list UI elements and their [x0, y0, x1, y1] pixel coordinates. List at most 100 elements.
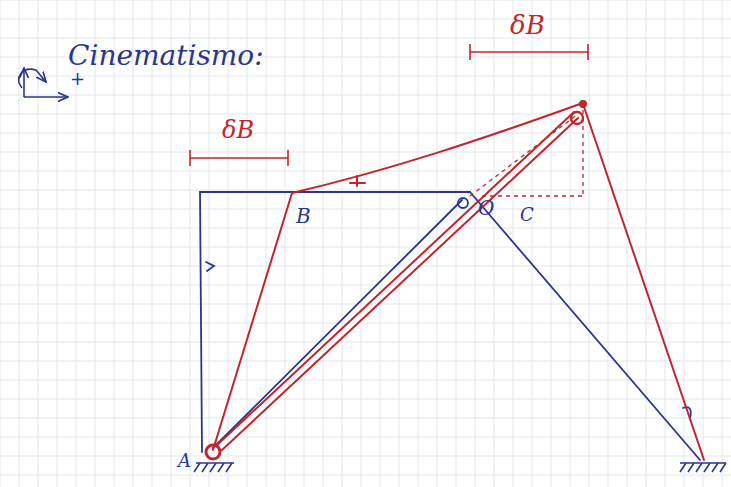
deformed-mechanism — [583, 104, 704, 460]
deformed-mechanism — [580, 101, 586, 107]
dimension-lines — [469, 44, 471, 60]
paper-grid — [0, 399, 731, 400]
paper-grid — [437, 0, 438, 487]
paper-grid — [285, 0, 286, 487]
paper-grid — [0, 19, 731, 20]
paper-grid — [0, 475, 731, 476]
paper-grid — [361, 0, 362, 487]
undeformed-frame — [458, 198, 468, 208]
paper-grid — [228, 0, 229, 487]
deformed-mechanism — [216, 112, 574, 446]
paper-grid — [57, 0, 58, 487]
paper-grid — [722, 0, 723, 487]
paper-grid — [627, 0, 628, 487]
paper-grid — [0, 437, 731, 438]
paper-grid — [494, 0, 495, 487]
paper-grid — [0, 456, 731, 457]
sketch-title: Cinematismo: — [68, 42, 264, 70]
sign-convention — [19, 68, 68, 97]
paper-grid — [0, 190, 731, 191]
paper-grid — [0, 133, 731, 134]
point-label: O — [478, 198, 494, 218]
paper-grid — [0, 361, 731, 362]
paper-grid — [589, 0, 590, 487]
ground-supports — [680, 462, 726, 464]
paper-grid — [0, 152, 731, 153]
paper-grid — [0, 380, 731, 381]
undeformed-frame — [206, 262, 214, 271]
undeformed-frame — [200, 192, 700, 460]
paper-grid — [532, 0, 533, 487]
paper-grid — [152, 0, 153, 487]
dimension-lines — [189, 150, 191, 166]
paper-grid — [646, 0, 647, 487]
paper-grid — [0, 285, 731, 286]
paper-grid — [171, 0, 172, 487]
displacement-label: δB — [222, 118, 254, 142]
point-label: A — [178, 452, 191, 470]
deformed-mechanism — [292, 104, 580, 193]
point-label: B — [296, 206, 311, 226]
paper-grid — [323, 0, 324, 487]
paper-grid — [0, 95, 731, 96]
paper-grid — [0, 304, 731, 305]
displacement-label: δB — [510, 12, 545, 38]
paper-grid — [0, 76, 731, 77]
dimension-lines — [587, 44, 589, 60]
undeformed-frame — [470, 192, 700, 460]
paper-grid — [380, 0, 381, 487]
paper-grid — [399, 0, 400, 487]
paper-grid — [0, 418, 731, 419]
paper-grid — [703, 0, 704, 487]
paper-grid — [551, 0, 552, 487]
paper-grid — [475, 0, 476, 487]
displacement-construction — [482, 195, 583, 196]
paper-grid — [0, 266, 731, 267]
undeformed-frame — [200, 191, 470, 193]
undeformed-frame — [200, 192, 202, 452]
paper-grid — [95, 0, 96, 487]
paper-grid — [114, 0, 115, 487]
paper-grid — [456, 0, 457, 487]
paper-grid — [608, 0, 609, 487]
deformed-mechanism — [206, 101, 704, 460]
sign-convention — [24, 96, 68, 98]
paper-grid — [190, 0, 191, 487]
paper-grid — [209, 0, 210, 487]
paper-grid — [665, 0, 666, 487]
deformed-mechanism — [350, 176, 365, 186]
dimension-lines — [287, 150, 289, 166]
displacement-construction — [470, 110, 583, 196]
deformed-mechanism — [206, 445, 220, 459]
sign-convention — [23, 68, 25, 97]
paper-grid — [0, 228, 731, 229]
sign-convention — [19, 69, 46, 88]
ground-supports — [194, 463, 726, 472]
paper-grid — [0, 247, 731, 248]
paper-grid — [342, 0, 343, 487]
deformed-mechanism — [222, 118, 578, 450]
paper-grid — [684, 0, 685, 487]
point-label: C — [520, 206, 534, 224]
dimension-lines — [470, 51, 588, 53]
paper-grid — [0, 209, 731, 210]
undeformed-frame — [213, 200, 462, 448]
paper-grid — [0, 38, 731, 39]
paper-grid — [570, 0, 571, 487]
paper-grid — [0, 342, 731, 343]
paper-grid — [266, 0, 267, 487]
ground-supports — [680, 463, 726, 472]
paper-grid — [0, 0, 731, 1]
displacement-construction — [582, 110, 583, 196]
paper-grid — [0, 0, 1, 487]
sign-label: + — [70, 70, 85, 88]
paper-grid — [133, 0, 134, 487]
paper-grid — [304, 0, 305, 487]
displacement-construction — [470, 114, 578, 196]
dimension-lines — [190, 157, 288, 159]
paper-grid — [0, 171, 731, 172]
paper-grid — [19, 0, 20, 487]
